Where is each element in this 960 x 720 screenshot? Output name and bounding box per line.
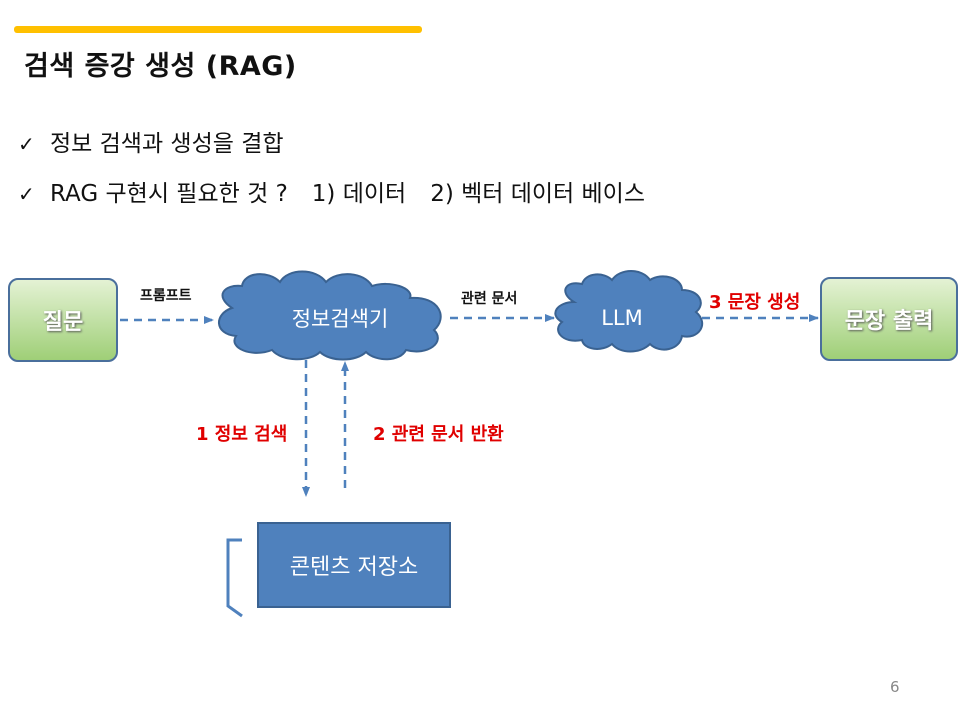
slide-title: 검색 증강 생성 (RAG) xyxy=(24,51,297,82)
related-docs-label: 관련 문서 xyxy=(461,291,518,307)
bullet-text-2: RAG 구현시 필요한 것 ? xyxy=(50,181,288,207)
question-box: 질문 xyxy=(8,278,118,362)
store-bracket xyxy=(226,538,243,618)
check-icon: ✓ xyxy=(18,132,35,156)
retriever-label: 정보검색기 xyxy=(291,307,389,331)
bullet-item-2: ✓ RAG 구현시 필요한 것 ? 1) 데이터 2) 벡터 데이터 베이스 xyxy=(18,174,645,208)
content-store-box: 콘텐츠 저장소 xyxy=(257,522,451,608)
step2-label: 2 관련 문서 반환 xyxy=(373,424,504,445)
step3-label: 3 문장 생성 xyxy=(709,292,801,313)
bullet-text-1: 정보 검색과 생성을 결합 xyxy=(50,131,284,157)
retriever-cloud xyxy=(218,270,442,361)
title-accent-bar xyxy=(14,26,422,33)
llm-cloud xyxy=(554,270,703,353)
check-icon: ✓ xyxy=(18,182,35,206)
step1-label: 1 정보 검색 xyxy=(196,424,288,445)
requirement-data: 1) 데이터 xyxy=(311,181,407,207)
output-box: 문장 출력 xyxy=(820,277,958,361)
requirement-vector-db: 2) 벡터 데이터 베이스 xyxy=(430,181,646,207)
page-number: 6 xyxy=(890,678,900,696)
prompt-label: 프롬프트 xyxy=(140,288,192,304)
bullet-item-1: ✓ 정보 검색과 생성을 결합 xyxy=(18,124,284,158)
llm-label: LLM xyxy=(601,306,643,330)
